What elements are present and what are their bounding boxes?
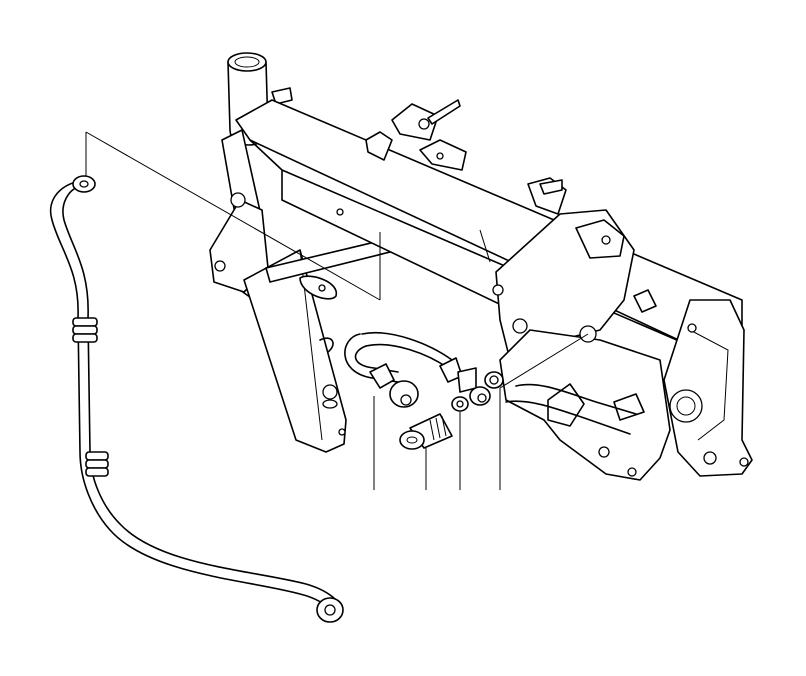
hose-clamp-lower — [85, 451, 109, 477]
hollow-bolt — [399, 413, 453, 450]
hose-clamp-upper — [72, 317, 98, 343]
right-end-plate — [663, 299, 753, 477]
engine-frame — [209, 52, 753, 481]
leader-lines — [85, 131, 589, 490]
oil-pipe — [344, 332, 477, 408]
pipe-nut-left — [369, 363, 395, 389]
rear-frame-leg — [243, 249, 347, 453]
sealing-washer — [451, 396, 469, 412]
leader-line — [499, 333, 589, 389]
leader-line — [85, 131, 381, 301]
oil-return-line — [49, 175, 344, 623]
o-ring — [484, 371, 504, 389]
banjo-fitting — [469, 386, 491, 406]
